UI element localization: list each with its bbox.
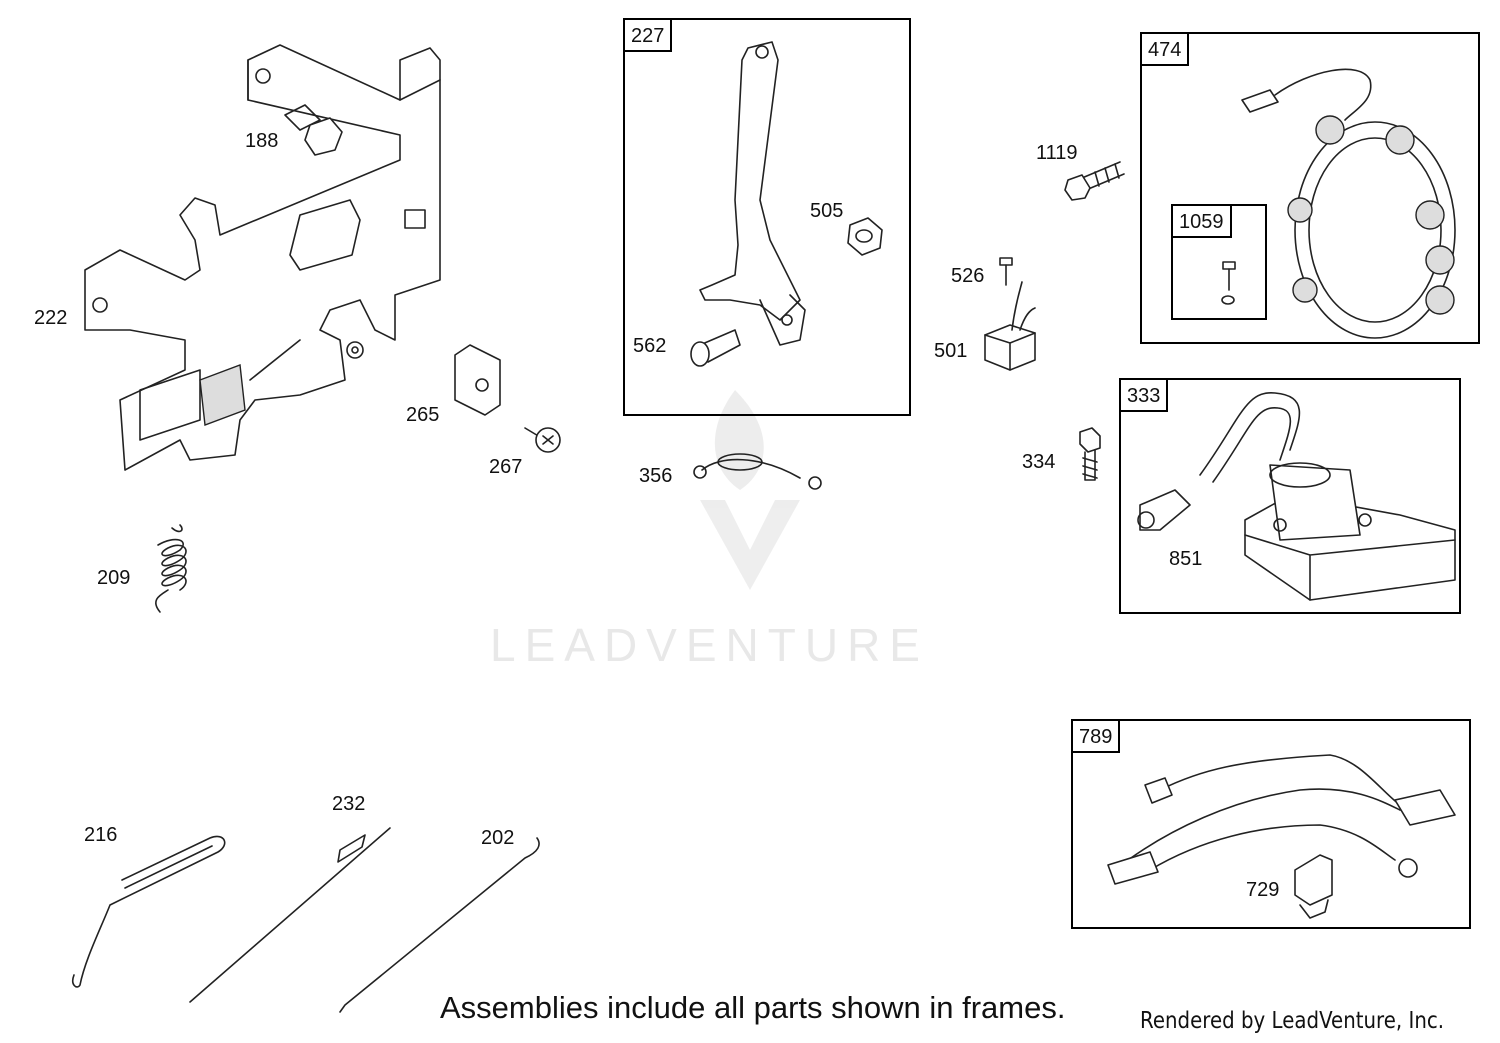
frame-474: 474 — [1140, 32, 1480, 344]
armature-333-drawing — [1199, 392, 1456, 601]
rod-216-drawing — [72, 835, 226, 988]
part-label-202: 202 — [481, 827, 515, 849]
screw-washer-1059-drawing — [1221, 261, 1236, 305]
link-356-drawing — [693, 453, 822, 490]
frame-label-474: 474 — [1142, 34, 1190, 66]
part-label-265: 265 — [406, 404, 440, 426]
clip-265-drawing — [454, 344, 501, 416]
spark-plug-boot-851-drawing — [1137, 489, 1191, 531]
rectifier-501-drawing — [984, 281, 1036, 371]
frame-789: 789 — [1071, 719, 1471, 929]
screw-188-drawing — [284, 104, 343, 156]
screw-562-drawing — [690, 329, 741, 367]
watermark-text: LEADVENTURE — [490, 619, 929, 671]
part-label-501: 501 — [934, 340, 968, 362]
part-label-222: 222 — [34, 307, 68, 329]
part-label-526: 526 — [951, 265, 985, 287]
spring-209-drawing — [155, 524, 187, 613]
frame-label-333: 333 — [1121, 380, 1169, 412]
nut-505-drawing — [847, 217, 883, 256]
frame-227: 227 — [623, 18, 911, 416]
part-label-188: 188 — [245, 130, 279, 152]
control-bracket-drawing — [84, 44, 441, 471]
frame-1059: 1059 — [1171, 204, 1267, 320]
clip-729-drawing — [1294, 854, 1333, 919]
governor-lever-drawing — [699, 41, 806, 346]
spring-link-232-drawing — [189, 827, 391, 1003]
part-label-851: 851 — [1169, 548, 1203, 570]
stator-474-drawing — [1241, 68, 1456, 339]
part-label-1119: 1119 — [1036, 142, 1078, 164]
screw-267-drawing — [524, 427, 561, 453]
part-label-216: 216 — [84, 824, 118, 846]
part-label-232: 232 — [332, 793, 366, 815]
watermark-logo-icon — [700, 390, 800, 590]
part-label-356: 356 — [639, 465, 673, 487]
bolt-1119-drawing — [1064, 161, 1125, 201]
render-credit: Rendered by LeadVenture, Inc. — [1140, 1008, 1445, 1034]
part-label-209: 209 — [97, 567, 131, 589]
screw-526-drawing — [999, 257, 1013, 286]
part-label-267: 267 — [489, 456, 523, 478]
part-label-505: 505 — [810, 200, 844, 222]
frame-label-789: 789 — [1073, 721, 1121, 753]
part-label-562: 562 — [633, 335, 667, 357]
part-label-334: 334 — [1022, 451, 1056, 473]
rod-202-drawing — [339, 837, 540, 1013]
frame-label-1059: 1059 — [1173, 206, 1232, 238]
wiring-harness-789-drawing — [1107, 754, 1456, 885]
footer-note: Assemblies include all parts shown in fr… — [440, 990, 1066, 1025]
frame-333: 333 — [1119, 378, 1461, 614]
bolt-334-drawing — [1079, 427, 1101, 481]
part-label-729: 729 — [1246, 879, 1280, 901]
frame-label-227: 227 — [625, 20, 673, 52]
